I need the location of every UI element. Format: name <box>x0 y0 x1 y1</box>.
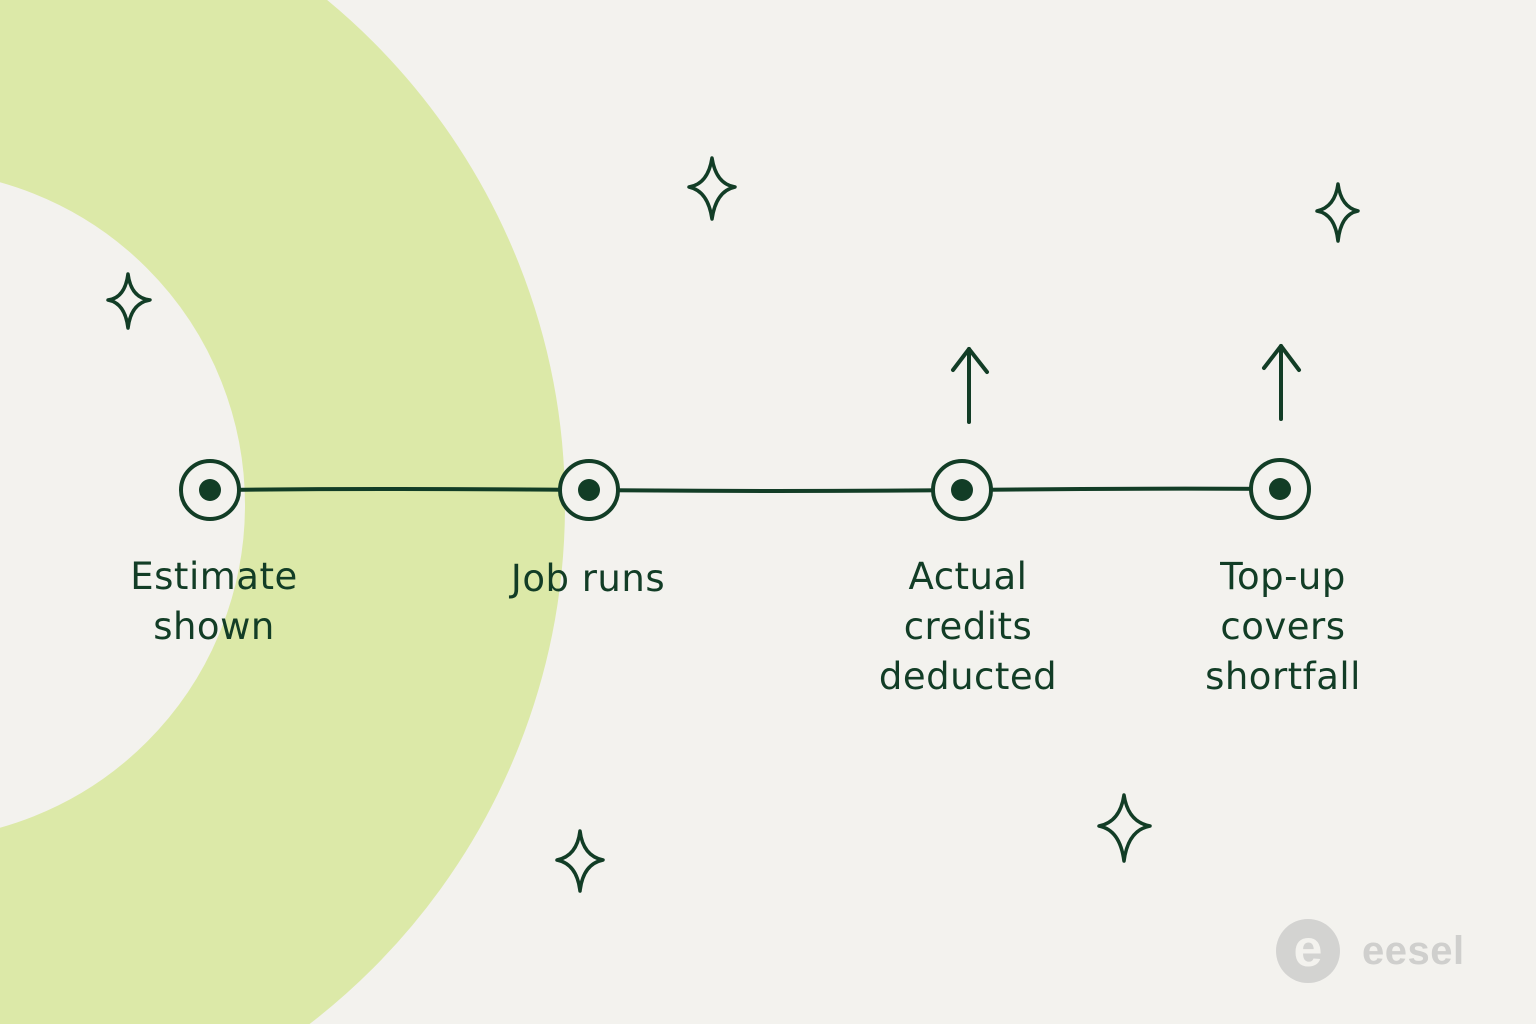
four-point-star-icon <box>1315 182 1360 243</box>
timeline-line <box>208 486 1282 493</box>
brand-logo-letter: e <box>1293 920 1323 978</box>
timeline-node-3 <box>931 459 993 521</box>
timeline-node-2 <box>558 459 620 521</box>
timeline-node-4 <box>1249 458 1311 520</box>
step-label-estimate-shown: Estimate shown <box>130 555 298 648</box>
brand-watermark: e eesel <box>1276 919 1465 983</box>
four-point-star-icon <box>687 156 737 221</box>
background-arc <box>0 0 565 1024</box>
up-arrow-icon <box>1262 344 1301 421</box>
four-point-star-icon <box>106 272 152 330</box>
step-label-top-up-covers-shortfall: Top-up covers shortfall <box>1205 555 1361 698</box>
up-arrow-icon <box>951 347 989 424</box>
step-label-job-runs: Job runs <box>510 557 666 600</box>
brand-logo-icon: e <box>1276 919 1340 983</box>
four-point-star-icon <box>555 829 605 893</box>
step-label-actual-credits-deducted: Actual credits deducted <box>878 555 1058 698</box>
timeline-node-1 <box>179 459 241 521</box>
four-point-star-icon <box>1097 793 1152 863</box>
brand-name: eesel <box>1362 928 1465 973</box>
